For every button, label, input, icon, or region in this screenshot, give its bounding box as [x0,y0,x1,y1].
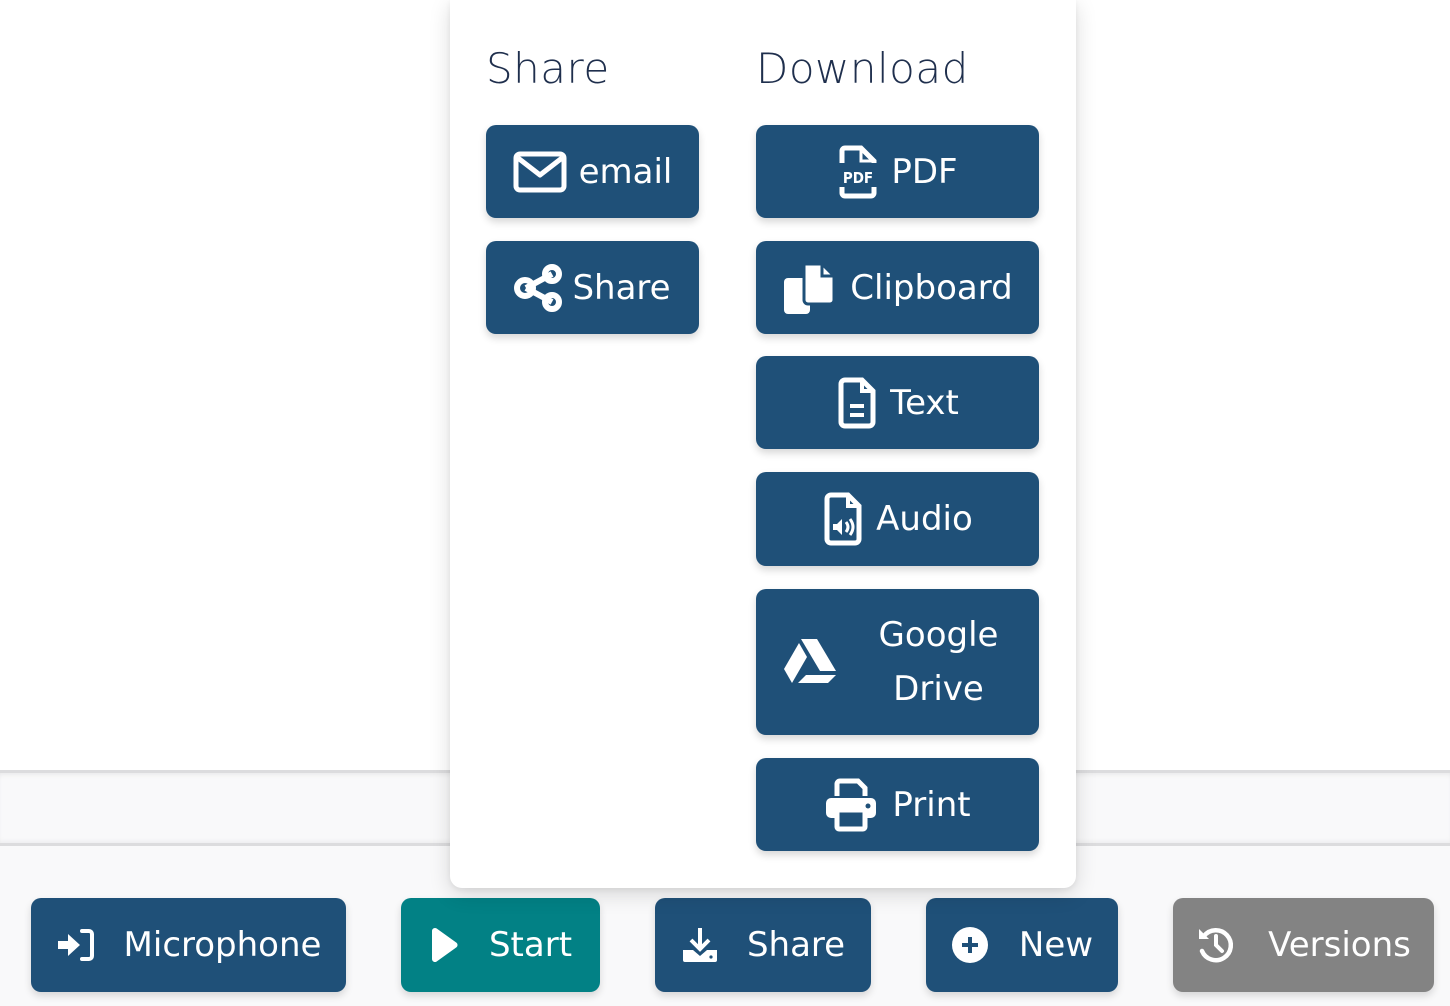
versions-label: Versions [1268,925,1411,965]
file-audio-icon [822,491,864,547]
svg-text:PDF: PDF [843,169,873,187]
print-button[interactable]: Print [756,758,1039,851]
start-label: Start [488,925,573,965]
google-drive-label: Google Drive [838,608,1039,716]
email-button[interactable]: email [486,125,699,218]
text-label: Text [890,382,959,423]
pdf-label: PDF [891,151,958,192]
clipboard-label: Clipboard [850,267,1013,308]
download-section-title: Download [756,44,969,93]
share-download-toggle-button[interactable]: Share [655,898,871,992]
share-nodes-icon [514,263,564,312]
printer-icon [824,778,878,832]
new-label: New [1018,925,1094,965]
new-button[interactable]: New [926,898,1118,992]
google-drive-label-line2: Drive [893,669,984,709]
google-drive-icon [782,637,838,687]
start-button[interactable]: Start [401,898,600,992]
google-drive-button[interactable]: Google Drive [756,589,1039,735]
sign-in-arrow-icon [56,927,96,963]
copy-icon [782,260,838,316]
envelope-icon [513,151,567,193]
play-icon [429,927,459,963]
google-drive-label-line1: Google [878,615,999,655]
file-pdf-icon: PDF [837,145,879,199]
text-download-button[interactable]: Text [756,356,1039,449]
pdf-download-button[interactable]: PDF PDF [756,125,1039,218]
download-tray-icon [681,926,719,964]
share-section-title: Share [486,44,610,93]
clipboard-button[interactable]: Clipboard [756,241,1039,334]
share-label: Share [572,267,671,308]
email-label: email [578,151,673,192]
microphone-button[interactable]: Microphone [31,898,346,992]
share-download-popover: Share Download email Share PDF PDF [450,0,1076,888]
share-link-button[interactable]: Share [486,241,699,334]
audio-download-button[interactable]: Audio [756,472,1039,566]
share-toggle-label: Share [746,925,846,965]
print-label: Print [892,784,971,825]
versions-button[interactable]: Versions [1173,898,1434,992]
microphone-label: Microphone [123,925,322,965]
file-lines-icon [836,376,878,430]
plus-circle-icon [951,926,989,964]
audio-label: Audio [876,499,973,539]
history-clock-icon [1196,925,1236,965]
